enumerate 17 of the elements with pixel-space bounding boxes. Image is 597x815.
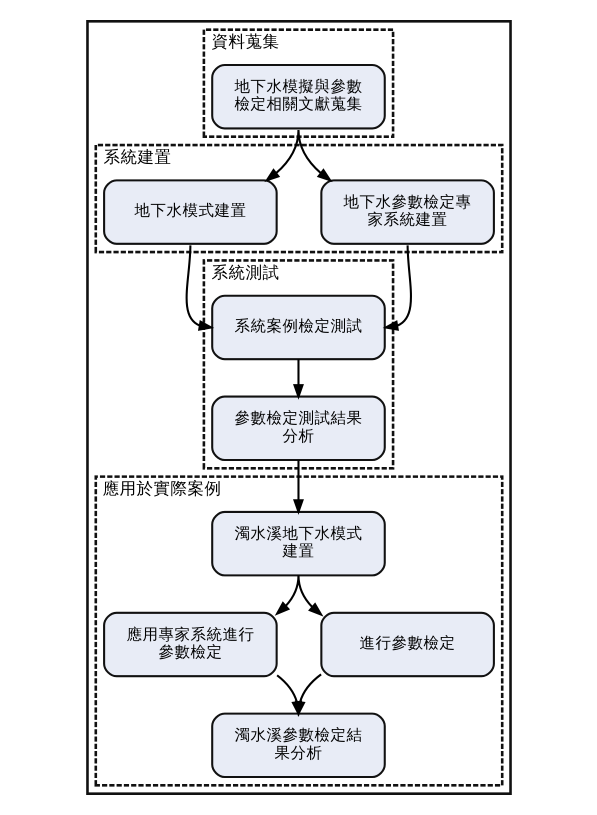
arrow [382, 245, 412, 331]
node-box: 濁水溪地下水模式建置 [210, 510, 386, 576]
cluster [86, 20, 512, 795]
arrow [292, 460, 304, 515]
node-box: 系統案例檢定測試 [210, 294, 386, 360]
node-box: 參數檢定測試結果分析 [210, 396, 386, 462]
arrow [185, 245, 214, 331]
arrow [296, 130, 332, 182]
node-box: 進行參數檢定 [320, 612, 494, 678]
node-box: 濁水溪參數檢定結果分析 [210, 712, 386, 778]
node-box: 地下水模式建置 [102, 179, 278, 245]
arrow [296, 575, 323, 617]
arrow [292, 359, 304, 400]
node-box: 地下水參數檢定專家系統建置 [320, 179, 494, 245]
arrow [294, 674, 322, 717]
node-box: 地下水模擬與參數檢定相關文獻蒐集 [210, 64, 386, 130]
node-box: 應用專家系統進行參數檢定 [102, 612, 278, 678]
